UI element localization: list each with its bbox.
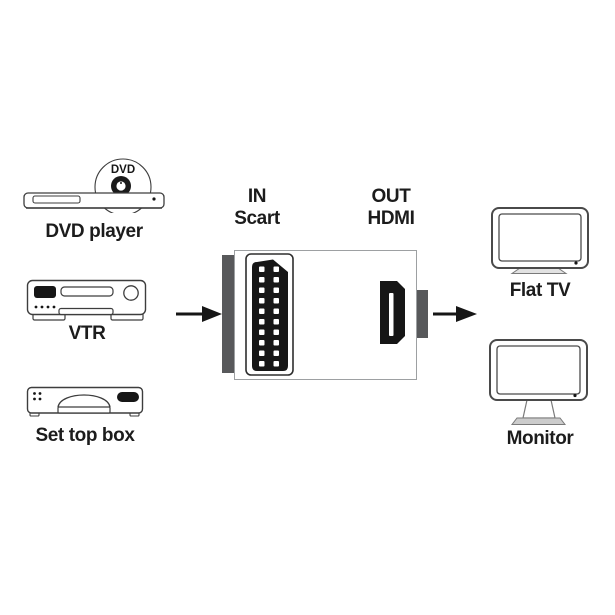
set-top-box-label: Set top box	[35, 425, 135, 446]
stb-dome-base	[57, 406, 111, 414]
monitor-icon	[489, 339, 588, 425]
monitor-label: Monitor	[506, 428, 574, 449]
stb-pill	[117, 392, 139, 402]
scart-connector-icon	[245, 253, 294, 376]
hdmi-connector-icon	[380, 281, 405, 344]
vtr-knob	[123, 285, 139, 301]
stb-dome	[57, 394, 111, 408]
out-connector: HDMI	[367, 208, 415, 229]
set-top-box-icon	[26, 386, 144, 417]
monitor-base	[510, 417, 567, 425]
hdmi-side-tab	[417, 290, 428, 338]
vtr-display	[34, 286, 56, 298]
hdmi-slot	[389, 293, 394, 336]
vtr-lower-tray	[58, 307, 114, 316]
dvd-player-icon: DVD	[23, 158, 165, 213]
vtr-label: VTR	[68, 323, 106, 344]
flat-tv-label: Flat TV	[509, 280, 571, 301]
scart-in-label: IN Scart	[197, 186, 317, 230]
monitor-screen	[496, 345, 581, 395]
vtr-icon	[26, 279, 147, 321]
dvd-disc-label: DVD	[111, 164, 135, 176]
converter-box	[234, 250, 417, 380]
out-direction: OUT	[371, 186, 411, 207]
dvd-player-label: DVD player	[45, 221, 143, 242]
scart-body	[252, 259, 288, 371]
in-connector: Scart	[234, 208, 280, 229]
flat-tv-icon	[491, 207, 589, 274]
arrow-in-icon	[176, 306, 222, 322]
scart-pins	[259, 266, 279, 367]
tv-screen	[498, 213, 582, 262]
in-direction: IN	[247, 186, 267, 207]
monitor-neck	[522, 399, 556, 419]
monitor-power-led	[573, 393, 577, 398]
arrow-out-icon	[433, 306, 477, 322]
dvd-tray-slot	[32, 195, 81, 204]
hdmi-out-label: OUT HDMI	[331, 186, 451, 230]
tv-power-led	[574, 261, 578, 265]
vtr-cassette-slot	[60, 286, 114, 297]
scart-side-tab	[222, 255, 234, 373]
